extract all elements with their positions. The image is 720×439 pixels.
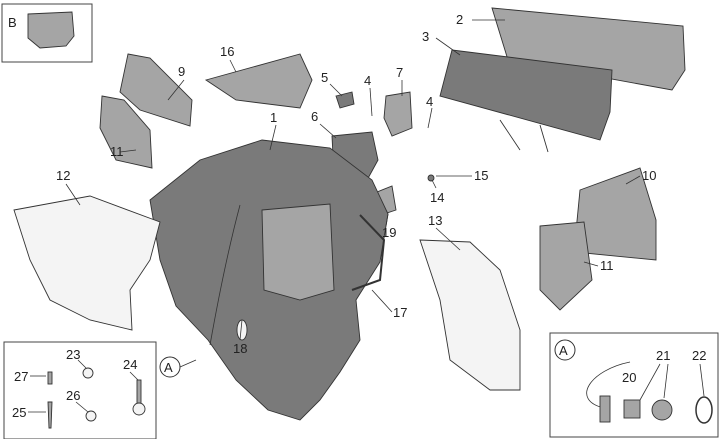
callout-21: 21	[656, 348, 670, 363]
callout-1: 1	[270, 110, 277, 125]
callout-22: 22	[692, 348, 706, 363]
callout-12: 12	[56, 168, 70, 183]
callout-23: 23	[66, 347, 80, 362]
part-20	[599, 395, 611, 423]
part-26-clip	[85, 410, 97, 422]
callouts: 1 2 3 4 4 5 6 7 9 10 11 11 12 13 14 15 1…	[12, 12, 706, 420]
inset-hardware	[3, 341, 157, 439]
part-11-left	[99, 95, 153, 169]
bracket-b	[27, 11, 75, 49]
part-21b	[651, 399, 673, 421]
part-13-panel	[419, 239, 521, 391]
part-27-screw	[47, 371, 53, 385]
callout-26: 26	[66, 388, 80, 403]
part-22-oring	[695, 396, 713, 424]
callout-4b: 4	[426, 94, 433, 109]
inset-b: B	[1, 3, 93, 63]
part-25-screw	[47, 401, 53, 429]
callout-9: 9	[178, 64, 185, 79]
callout-25: 25	[12, 405, 26, 420]
callout-3: 3	[422, 29, 429, 44]
part-21a	[623, 399, 641, 419]
callout-20: 20	[622, 370, 636, 385]
callout-16: 16	[220, 44, 234, 59]
part-23-nut	[82, 367, 94, 379]
callout-11: 11	[110, 144, 124, 159]
inset-a-socket	[549, 332, 719, 438]
part-7-plate	[383, 91, 413, 137]
callout-18: 18	[233, 341, 247, 356]
ref-a-main: A	[164, 360, 173, 375]
ref-b: B	[8, 15, 17, 30]
part-24-bolt	[136, 379, 142, 405]
part-3-tray	[439, 49, 613, 141]
part-16	[204, 53, 313, 109]
part-12-panel	[13, 195, 161, 331]
part-17-seal	[351, 214, 386, 291]
callout-11b: 11	[600, 258, 614, 273]
callout-15: 15	[474, 168, 488, 183]
callout-10: 10	[642, 168, 656, 183]
callout-5: 5	[321, 70, 328, 85]
part-2-cover	[491, 7, 686, 91]
part-14	[427, 174, 435, 182]
callout-4: 4	[364, 73, 371, 88]
callout-17: 17	[393, 305, 407, 320]
part-5	[335, 91, 355, 109]
callout-7: 7	[396, 65, 403, 80]
callout-6: 6	[311, 109, 318, 124]
callout-2: 2	[456, 12, 463, 27]
part-11-right	[539, 221, 593, 311]
callout-14: 14	[430, 190, 444, 205]
callout-27: 27	[14, 369, 28, 384]
part-9-grille	[119, 53, 193, 127]
ref-a-inset: A	[559, 343, 568, 358]
callout-24: 24	[123, 357, 137, 372]
callout-19: 19	[382, 225, 396, 240]
part-1-compartment	[261, 203, 335, 301]
callout-13: 13	[428, 213, 442, 228]
leader-lines	[28, 19, 705, 413]
